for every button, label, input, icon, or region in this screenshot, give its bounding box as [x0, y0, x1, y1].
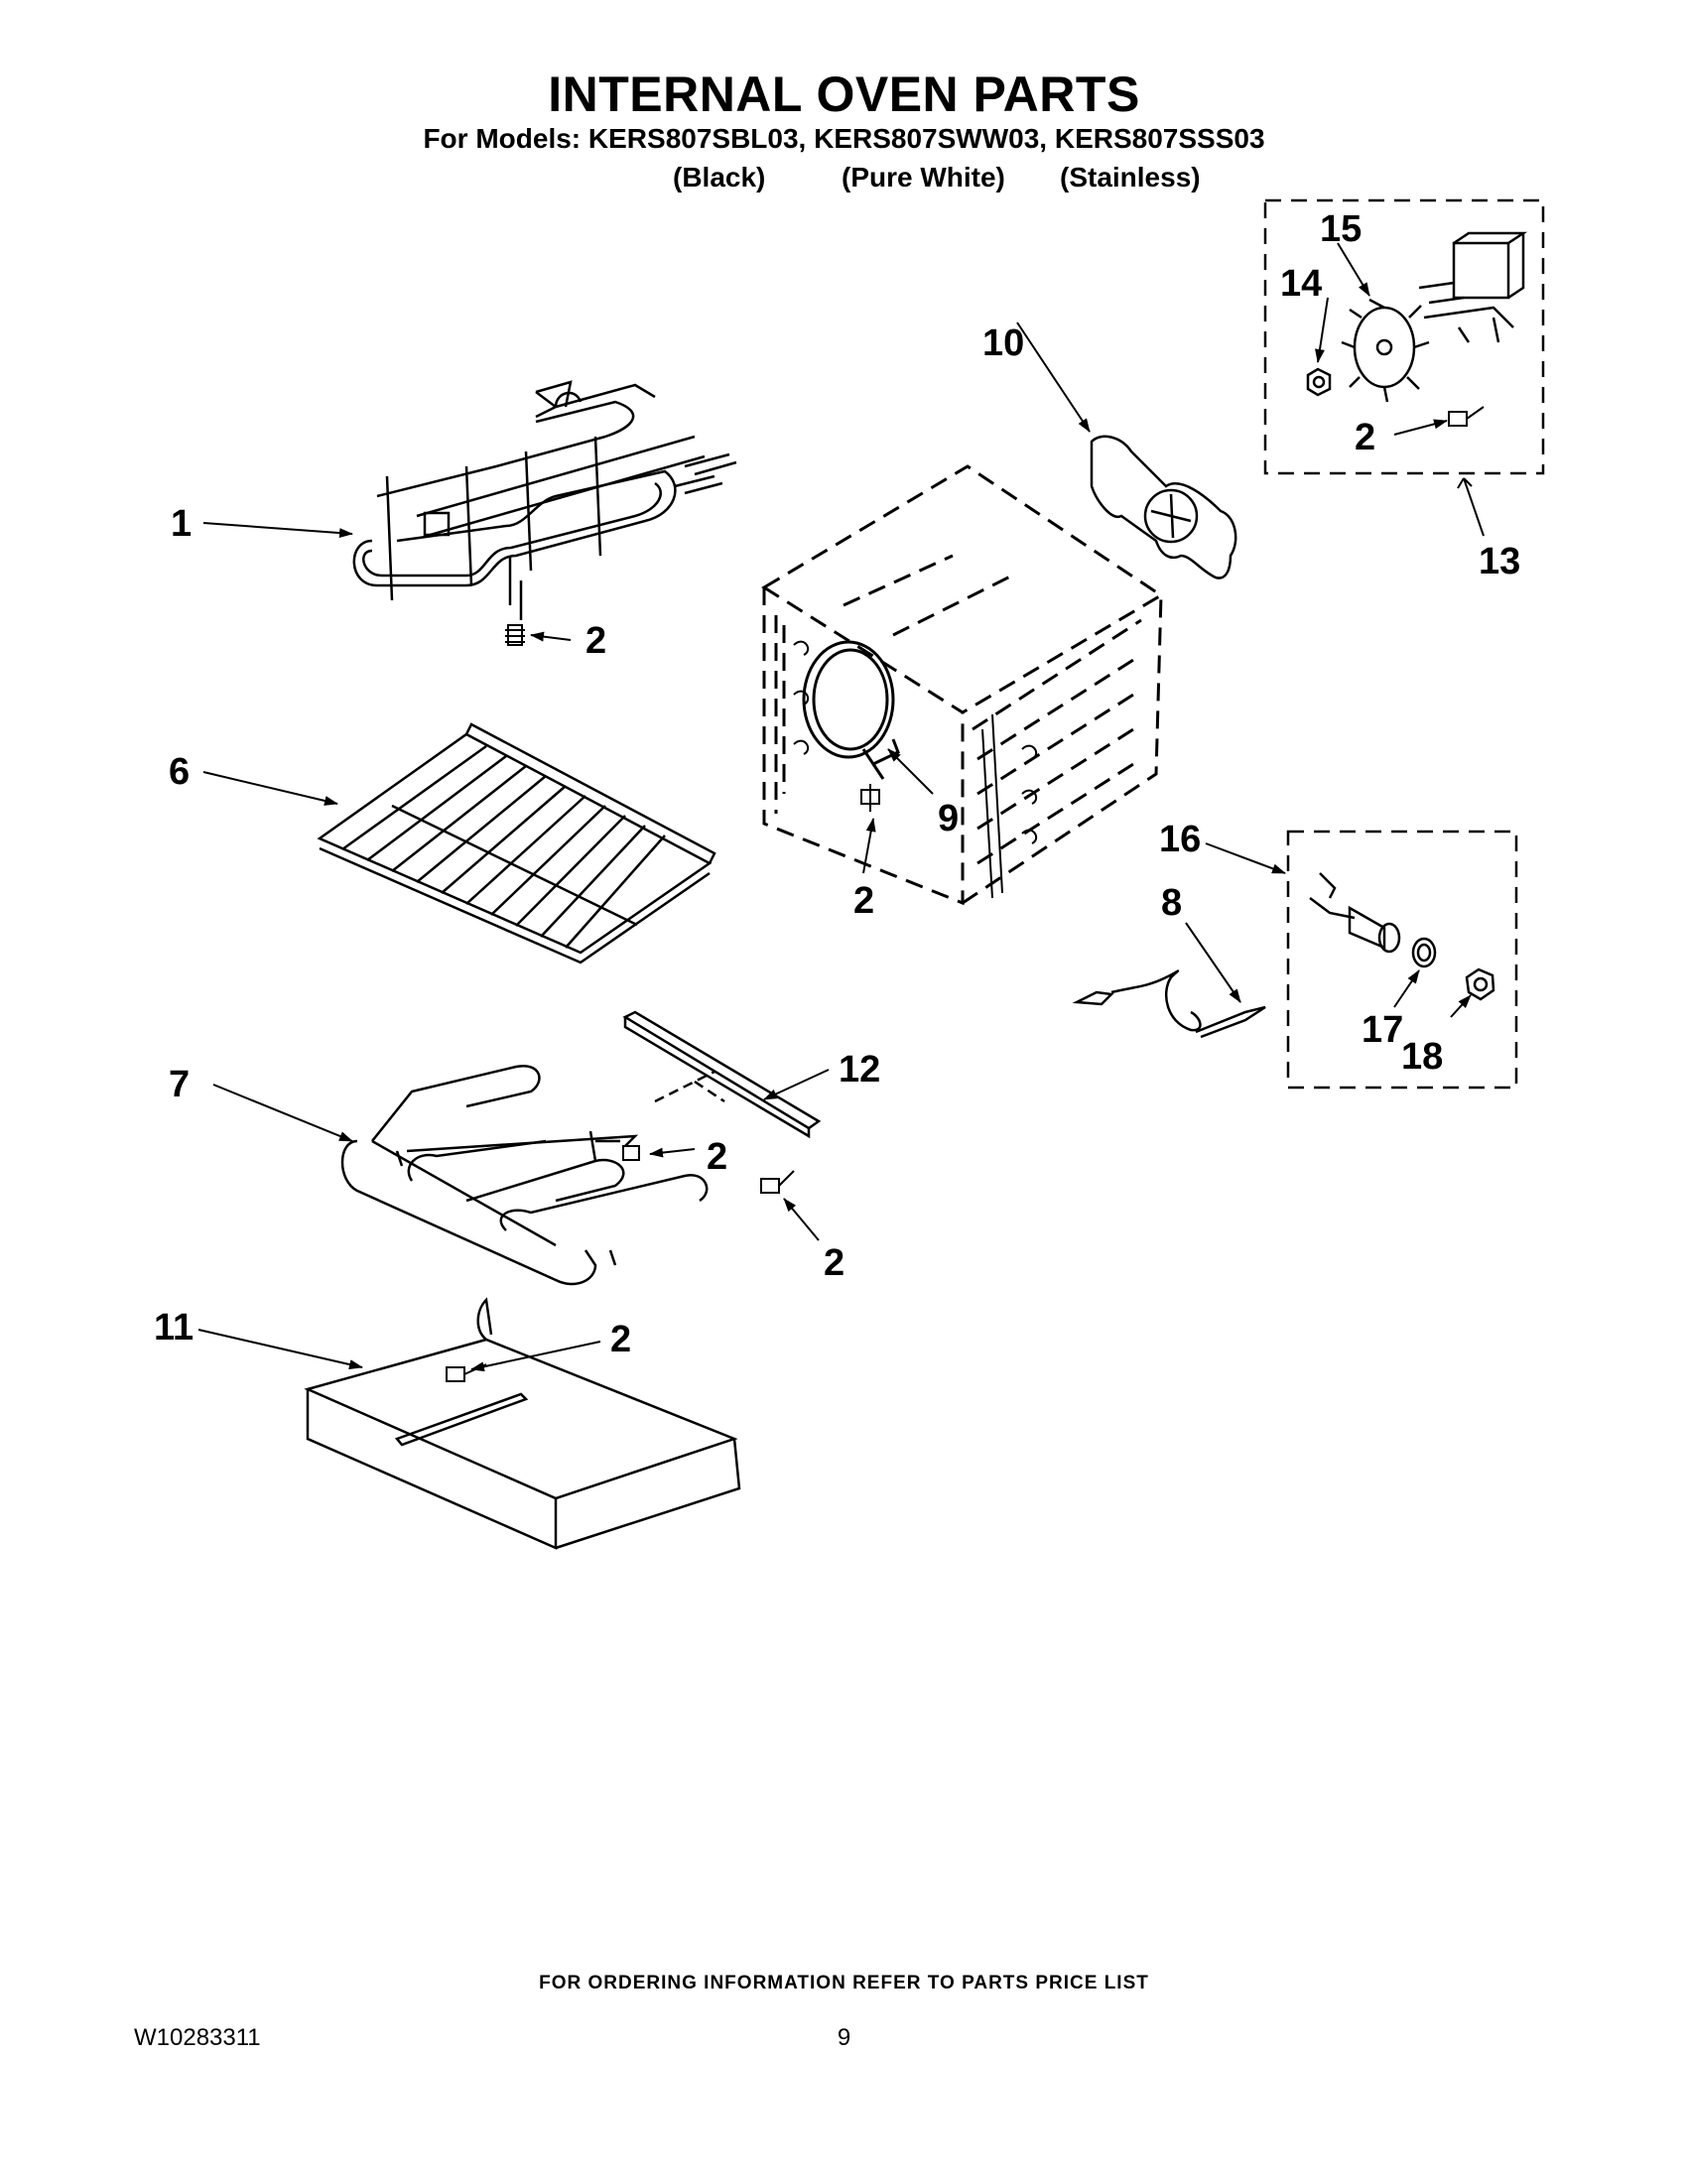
callout-labels: 1 2 6 10 15 14 2 13 9 2 16 8 17 18 7 12 … — [154, 208, 1520, 1360]
page-number: 9 — [837, 2024, 851, 2051]
models-line: For Models: KERS807SBL03, KERS807SWW03, … — [423, 123, 1265, 154]
callout-1: 1 — [171, 503, 192, 545]
sensor-nut — [1465, 967, 1495, 1001]
callout-11: 11 — [154, 1307, 194, 1349]
callout-17: 17 — [1362, 1009, 1403, 1051]
callout-8: 8 — [1161, 882, 1182, 924]
fan-motor — [1418, 231, 1528, 343]
callout-2-bake-screw: 2 — [707, 1136, 727, 1178]
sensor-washer — [1411, 937, 1437, 968]
callout-15: 15 — [1320, 208, 1362, 250]
callout-2-cavity-screw: 2 — [853, 880, 874, 922]
fan-motor-assembly-box — [1263, 198, 1545, 475]
sensor-assembly-box — [1286, 830, 1518, 1090]
page-title: INTERNAL OVEN PARTS — [548, 66, 1140, 122]
callout-2-bracket-screw: 2 — [824, 1242, 844, 1284]
callout-18: 18 — [1401, 1036, 1443, 1078]
leader-lines — [197, 242, 1485, 1372]
ordering-note: FOR ORDERING INFORMATION REFER TO PARTS … — [539, 1973, 1149, 1993]
convection-fan-cover — [1090, 435, 1237, 579]
drawer-liner — [304, 1297, 741, 1550]
oven-cavity — [761, 464, 1164, 906]
convection-element — [802, 640, 900, 780]
document-number: W10283311 — [134, 2024, 261, 2051]
broil-screw — [505, 624, 525, 646]
bracket-screw — [760, 1170, 795, 1194]
bake-element — [340, 1064, 709, 1286]
broil-element — [352, 380, 737, 620]
callout-2-drawer-screw: 2 — [610, 1319, 631, 1360]
callout-9: 9 — [938, 798, 959, 839]
fan-screw — [1448, 406, 1485, 427]
callout-12: 12 — [839, 1049, 880, 1091]
callout-10: 10 — [982, 322, 1024, 364]
temperature-sensor — [1309, 872, 1401, 954]
fan-nut — [1306, 367, 1332, 397]
variant-black: (Black) — [673, 162, 766, 193]
variant-pure-white: (Pure White) — [842, 162, 1005, 193]
element-bracket — [622, 1010, 822, 1139]
oven-cavity-details — [793, 640, 1038, 899]
callout-2-fan-screw: 2 — [1355, 417, 1375, 458]
bake-screw — [622, 1145, 640, 1161]
oven-rack — [317, 722, 716, 964]
callout-16: 16 — [1159, 819, 1201, 860]
callout-14: 14 — [1280, 263, 1322, 305]
fan-blade — [1341, 298, 1430, 403]
callout-2-broil-screw: 2 — [585, 620, 606, 662]
callout-7: 7 — [169, 1064, 190, 1105]
callout-6: 6 — [169, 751, 190, 793]
meat-probe — [1072, 969, 1266, 1039]
cavity-screw — [860, 784, 880, 812]
variant-stainless: (Stainless) — [1060, 162, 1201, 193]
callout-13: 13 — [1479, 541, 1520, 582]
